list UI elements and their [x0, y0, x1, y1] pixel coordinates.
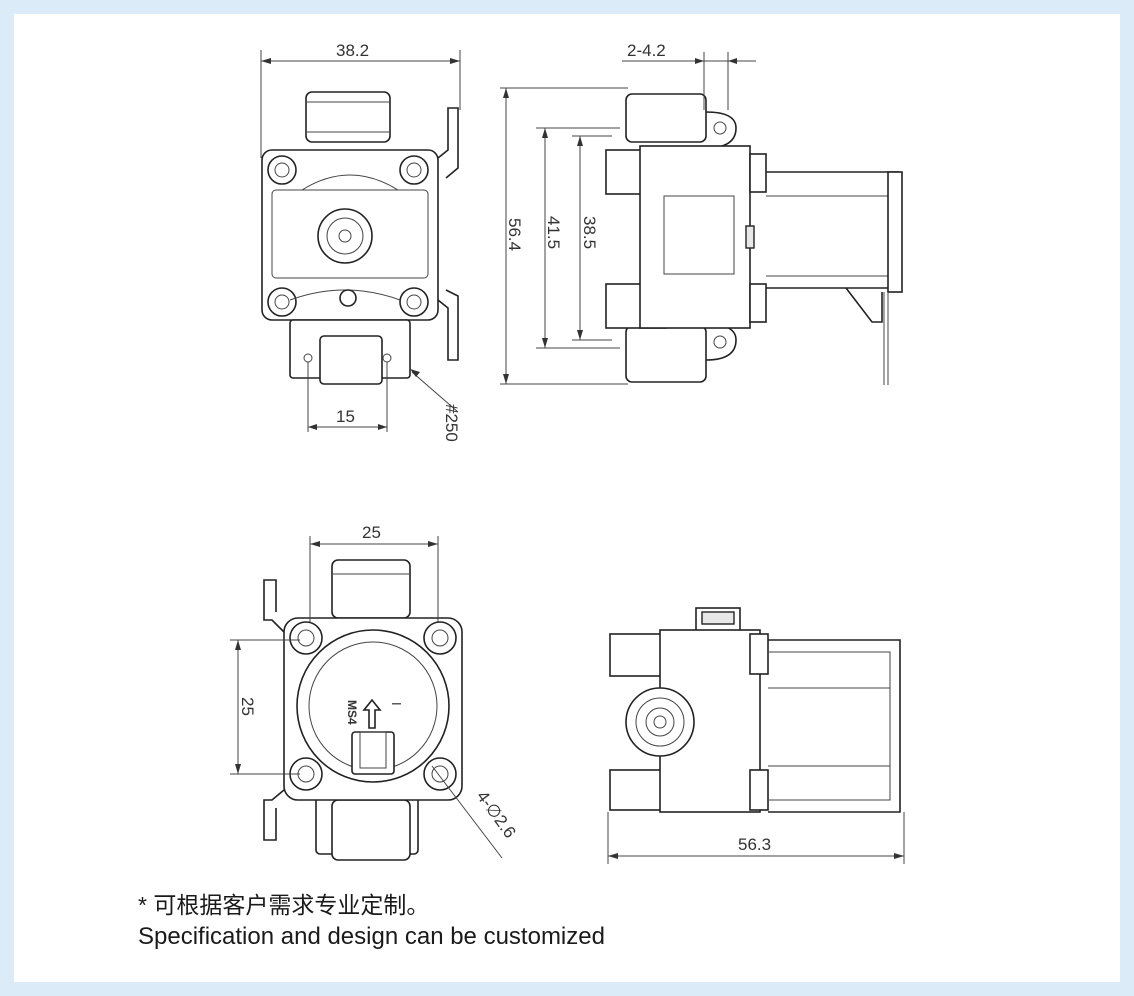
front-view-marking: MS4	[345, 700, 359, 725]
dim-bottom-view-length: 56.3	[738, 835, 771, 854]
bottom-left-view	[230, 536, 503, 861]
bottom-right-view	[607, 607, 905, 864]
dim-top-view-terminal: #250	[442, 404, 461, 442]
note-chinese: * 可根据客户需求专业定制。	[138, 892, 430, 918]
dim-side-view-height-mid: 41.5	[544, 216, 563, 249]
dim-top-view-width: 38.2	[336, 41, 369, 60]
dim-side-view-height-overall: 56.4	[505, 218, 524, 251]
dim-top-view-outlet-spacing: 15	[336, 407, 355, 426]
dim-front-view-height: 25	[238, 697, 257, 716]
dim-front-view-width: 25	[362, 523, 381, 542]
front-view-symbol: I	[389, 702, 404, 706]
top-left-view	[260, 50, 461, 432]
note-english: Specification and design can be customiz…	[138, 923, 605, 950]
dim-side-view-offset: 2-4.2	[627, 41, 666, 60]
top-right-view	[500, 52, 903, 385]
drawing-frame	[14, 14, 1120, 982]
dim-side-view-height-inner: 38.5	[580, 216, 599, 249]
dim-front-view-holes: 4-∅2.6	[473, 787, 520, 842]
